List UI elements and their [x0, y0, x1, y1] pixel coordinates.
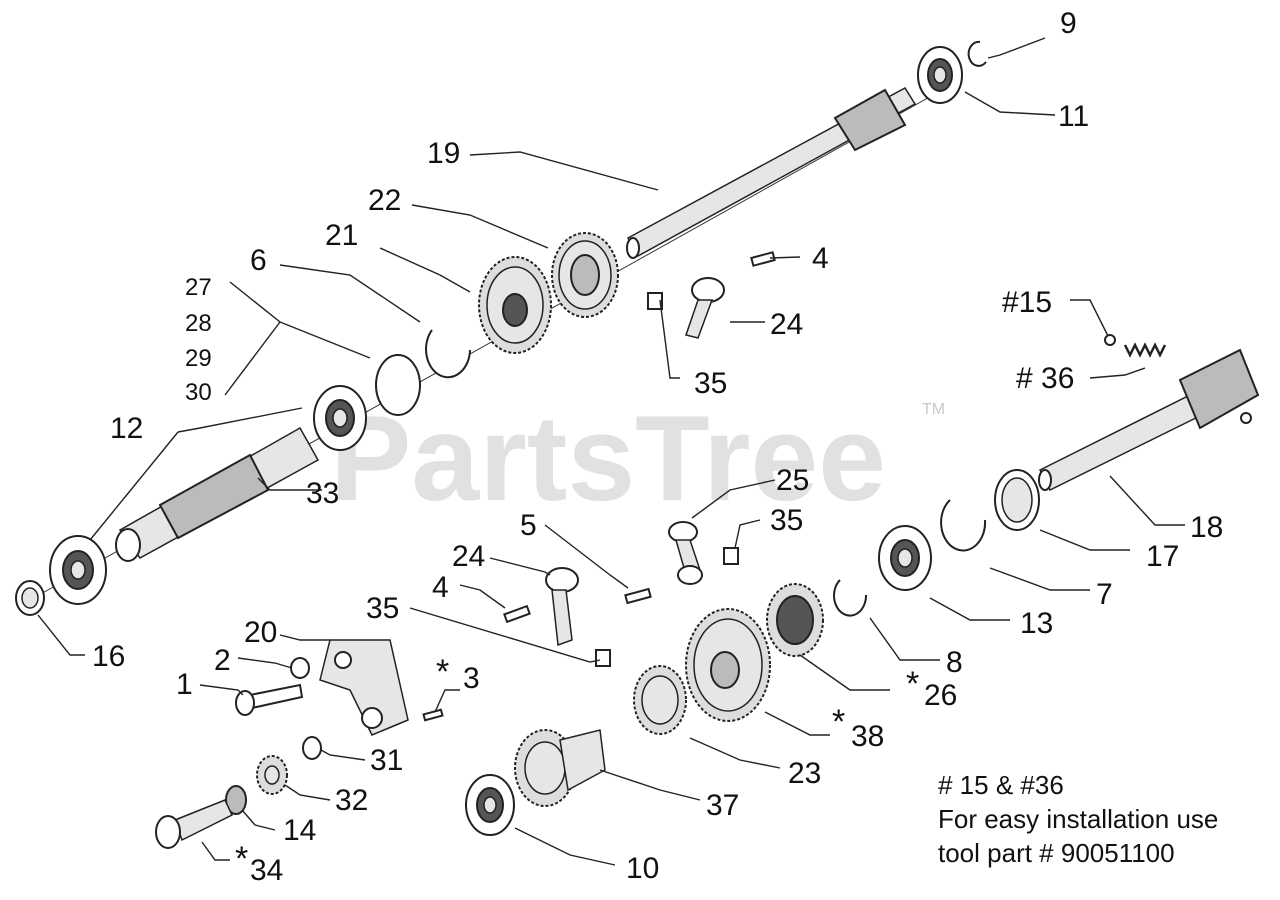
callout-36: # 36 — [1016, 362, 1074, 395]
shaft-19 — [626, 87, 917, 259]
callout-21: 21 — [325, 219, 358, 252]
callout-4-lower: 4 — [432, 571, 449, 604]
gear-37 — [514, 729, 606, 807]
callout-3: 3 — [463, 662, 480, 695]
ring-27-30 — [375, 354, 421, 416]
snap-ring-6 — [425, 329, 471, 379]
callout-12: 12 — [110, 412, 143, 445]
callout-27: 27 — [185, 274, 212, 301]
callout-37: 37 — [706, 789, 739, 822]
callout-15: #15 — [1002, 286, 1052, 319]
gear-32 — [256, 755, 288, 795]
callout-18: 18 — [1190, 511, 1223, 544]
watermark-text: PartsTree — [330, 390, 886, 526]
race-17 — [994, 469, 1040, 531]
snap-ring-8 — [833, 579, 868, 617]
ball-15 — [1104, 334, 1116, 346]
callout-34: 34 — [250, 854, 283, 887]
callout-31: 31 — [370, 744, 403, 777]
callout-8: 8 — [946, 646, 963, 679]
bolt-1 — [235, 683, 304, 716]
pin-5 — [624, 587, 652, 605]
gear-26 — [766, 583, 824, 657]
gear-38 — [685, 608, 771, 722]
pin-34 — [155, 799, 233, 849]
callout-24-upper: 24 — [770, 308, 803, 341]
callout-labels: 9 11 19 22 21 6 27 28 29 30 12 33 16 4 2… — [92, 7, 1223, 887]
watermark-tm: TM — [922, 401, 945, 418]
callout-29: 29 — [185, 345, 212, 372]
callout-6: 6 — [250, 244, 267, 277]
shift-fork-25 — [668, 521, 703, 585]
snap-ring-7 — [940, 499, 987, 552]
note-line-1: # 15 & #36 — [938, 770, 1064, 800]
washer-31 — [302, 736, 322, 760]
bearing-10 — [465, 774, 515, 836]
callout-5: 5 — [520, 509, 537, 542]
callout-32: 32 — [335, 784, 368, 817]
callout-35-lower: 35 — [366, 592, 399, 625]
bracket-20 — [319, 639, 409, 736]
callout-4-upper: 4 — [812, 242, 829, 275]
callout-3-star: * — [436, 653, 449, 691]
key-35-right — [723, 547, 739, 565]
spring-36 — [1123, 342, 1167, 358]
pin-4-upper — [750, 251, 776, 267]
callout-26: 26 — [924, 679, 957, 712]
callout-28: 28 — [185, 310, 212, 337]
bearing-12-lower — [49, 535, 107, 605]
callout-2: 2 — [214, 644, 231, 677]
callout-16: 16 — [92, 640, 125, 673]
callout-24-lower: 24 — [452, 540, 485, 573]
washer-2 — [290, 657, 310, 679]
pin-4-lower — [503, 604, 531, 624]
callout-34-star: * — [235, 840, 248, 878]
callout-38-star: * — [832, 703, 845, 741]
callout-38: 38 — [851, 720, 884, 753]
leader-lines — [37, 37, 1185, 866]
callout-10: 10 — [626, 852, 659, 885]
callout-13: 13 — [1020, 607, 1053, 640]
clip-9 — [967, 40, 987, 67]
key-35-upper — [647, 292, 663, 310]
callout-19: 19 — [427, 137, 460, 170]
callout-22: 22 — [368, 184, 401, 217]
shaft-18 — [1038, 348, 1260, 492]
note-line-2: For easy installation use — [938, 804, 1219, 834]
callout-7: 7 — [1096, 578, 1113, 611]
callout-25: 25 — [776, 464, 809, 497]
needle-bearing-14 — [225, 785, 247, 815]
callout-33: 33 — [306, 477, 339, 510]
gear-21 — [478, 256, 552, 354]
callout-1: 1 — [176, 668, 193, 701]
callout-9: 9 — [1060, 7, 1077, 40]
gear-22 — [551, 232, 619, 318]
bearing-13 — [878, 525, 932, 591]
worm-shaft-33 — [115, 426, 320, 562]
callout-20: 20 — [244, 616, 277, 649]
callout-23: 23 — [788, 757, 821, 790]
callout-26-star: * — [906, 665, 919, 703]
ball-18 — [1240, 412, 1252, 424]
callout-35-upper: 35 — [694, 367, 727, 400]
note-line-3: tool part # 90051100 — [938, 838, 1175, 868]
seal-16 — [15, 580, 45, 616]
callout-11: 11 — [1058, 100, 1089, 133]
bearing-11 — [917, 46, 963, 104]
callout-14: 14 — [283, 814, 316, 847]
installation-note: # 15 & #36 For easy installation use too… — [938, 768, 1218, 870]
gear-23 — [633, 665, 687, 735]
callout-17: 17 — [1146, 540, 1179, 573]
callout-30: 30 — [185, 379, 212, 406]
shift-fork-24-lower — [545, 567, 579, 647]
pin-3 — [422, 708, 444, 722]
shift-fork-24-upper — [685, 277, 725, 339]
bearing-12-upper — [313, 385, 367, 451]
callout-35-right: 35 — [770, 504, 803, 537]
key-35-lower — [595, 649, 611, 667]
